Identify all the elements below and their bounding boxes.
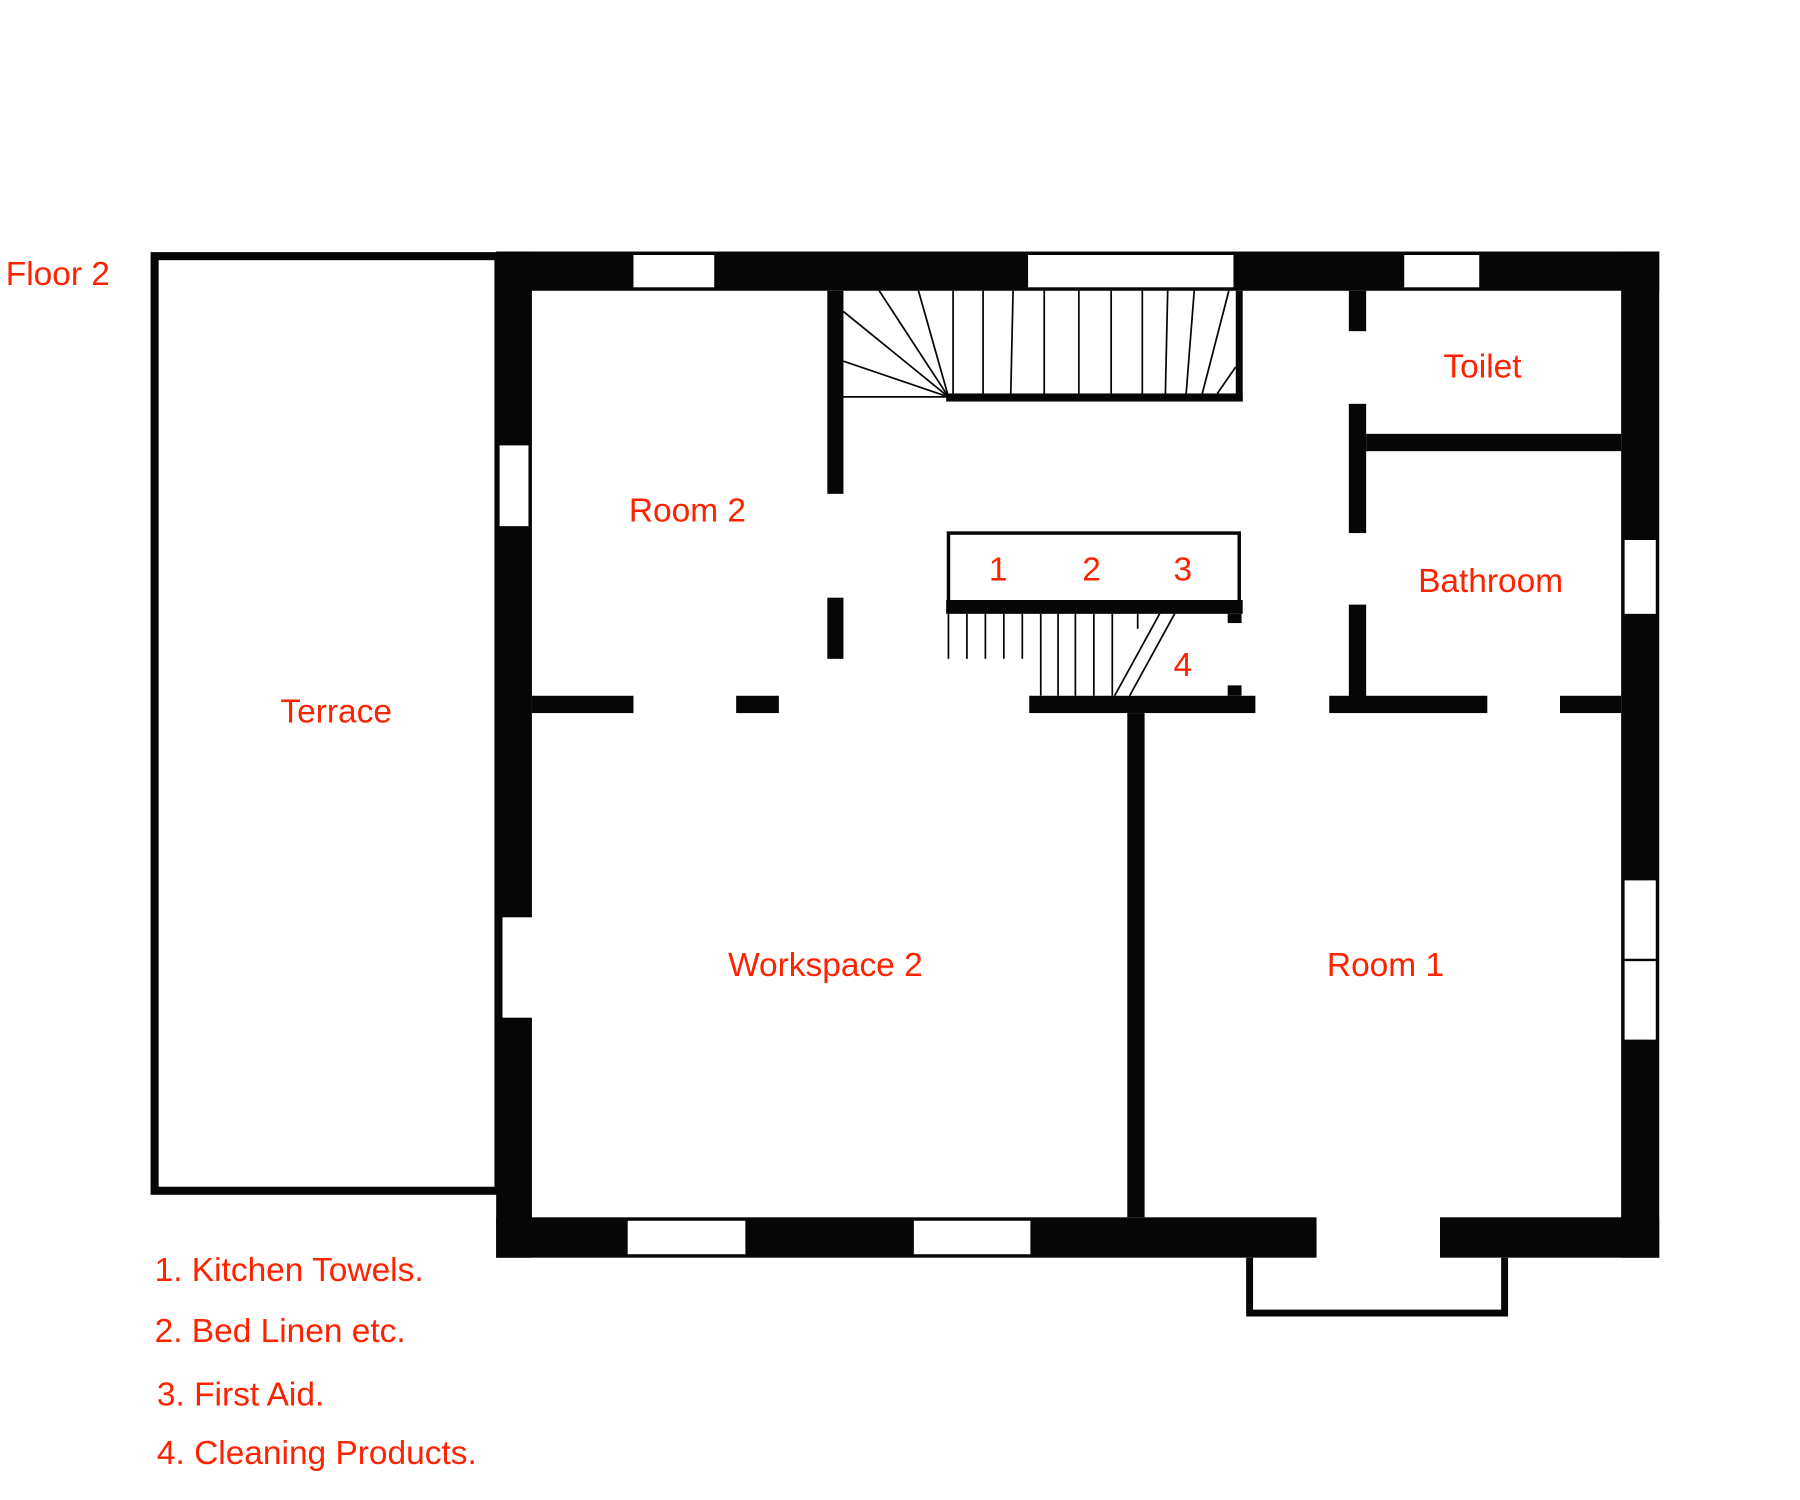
room-label-room2: Room 2 (629, 493, 746, 530)
room-label-workspace2: Workspace 2 (728, 947, 923, 984)
room-label-toilet: Toilet (1443, 348, 1522, 385)
cupboard-marker-4: 4 (1173, 647, 1192, 684)
room-label-room1: Room 1 (1327, 947, 1444, 984)
staircase-upper (842, 290, 1243, 402)
legend-item: 2. Bed Linen etc. (155, 1313, 406, 1350)
legend-item: 1. Kitchen Towels. (155, 1252, 424, 1289)
cupboard-marker-1: 1 (989, 551, 1008, 588)
room-label-terrace: Terrace (280, 693, 392, 730)
legend-item: 4. Cleaning Products. (157, 1435, 477, 1472)
exterior-walls (496, 251, 1660, 1258)
porch-outline (1246, 1257, 1509, 1317)
interior-walls (531, 290, 1622, 1218)
cupboard-marker-3: 3 (1173, 551, 1192, 588)
windows (497, 252, 1659, 1257)
staircase-lower (947, 613, 1176, 697)
legend-item: 3. First Aid. (157, 1376, 324, 1413)
storage-cupboard (946, 531, 1243, 614)
cupboard-marker-2: 2 (1082, 551, 1101, 588)
floor-label: Floor 2 (6, 256, 110, 293)
room-label-bathroom: Bathroom (1418, 563, 1563, 600)
